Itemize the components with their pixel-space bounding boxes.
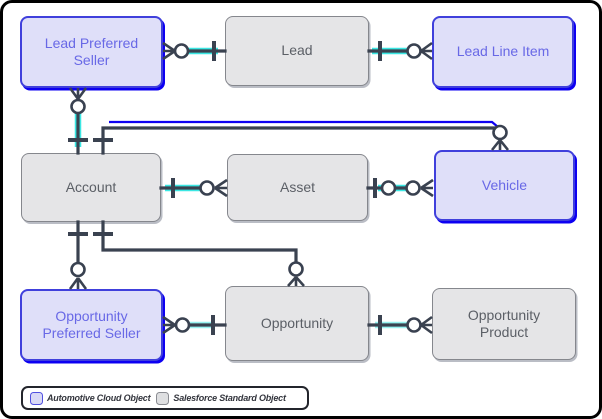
- entity-label: Lead Line Item: [456, 43, 550, 60]
- connector-account-to-vehicle[interactable]: [93, 120, 510, 155]
- entity-asset[interactable]: Asset: [227, 154, 368, 221]
- connector-account-to-asset[interactable]: [159, 178, 228, 198]
- entity-label: Opportunity Preferred Seller: [42, 307, 141, 342]
- entity-account[interactable]: Account: [21, 153, 161, 222]
- legend-label: Salesforce Standard Object: [173, 393, 286, 403]
- legend: Automotive Cloud Object Salesforce Stand…: [21, 386, 309, 410]
- entity-label: Account: [65, 178, 117, 195]
- legend-item-automotive: Automotive Cloud Object: [30, 391, 151, 405]
- connector-asset-to-vehicle[interactable]: [366, 178, 434, 198]
- entity-label: Vehicle: [481, 176, 528, 193]
- legend-item-standard: Salesforce Standard Object: [156, 391, 286, 405]
- connector-account-to-opportunity-preferred-seller[interactable]: [68, 220, 88, 290]
- entity-vehicle[interactable]: Vehicle: [434, 150, 575, 221]
- entity-opportunity[interactable]: Opportunity: [225, 286, 369, 361]
- entity-label: Lead Preferred Seller: [44, 34, 139, 69]
- entity-opportunity-preferred-seller[interactable]: Opportunity Preferred Seller: [20, 289, 163, 361]
- connector-account-to-opportunity[interactable]: [93, 220, 305, 287]
- entity-lead-line-item[interactable]: Lead Line Item: [432, 16, 574, 88]
- standard-swatch-icon: [156, 391, 170, 405]
- entity-label: Opportunity Product: [467, 306, 541, 341]
- entity-opportunity-product[interactable]: Opportunity Product: [432, 288, 576, 360]
- entity-label: Asset: [279, 178, 315, 195]
- automotive-swatch-icon: [30, 391, 43, 405]
- entity-label: Opportunity: [260, 314, 334, 331]
- entity-lead[interactable]: Lead: [225, 16, 369, 86]
- entity-lead-preferred-seller[interactable]: Lead Preferred Seller: [20, 16, 163, 88]
- entity-label: Lead: [281, 42, 313, 59]
- connector-lead-to-lead-line-item[interactable]: [367, 41, 433, 61]
- connector-opportunity-to-opportunity-preferred-seller[interactable]: [162, 315, 227, 335]
- legend-label: Automotive Cloud Object: [47, 393, 151, 403]
- connector-account-to-lead-preferred-seller[interactable]: [68, 87, 88, 155]
- connector-opportunity-to-opportunity-product[interactable]: [367, 315, 433, 335]
- connector-lead-to-lead-preferred-seller[interactable]: [162, 41, 227, 61]
